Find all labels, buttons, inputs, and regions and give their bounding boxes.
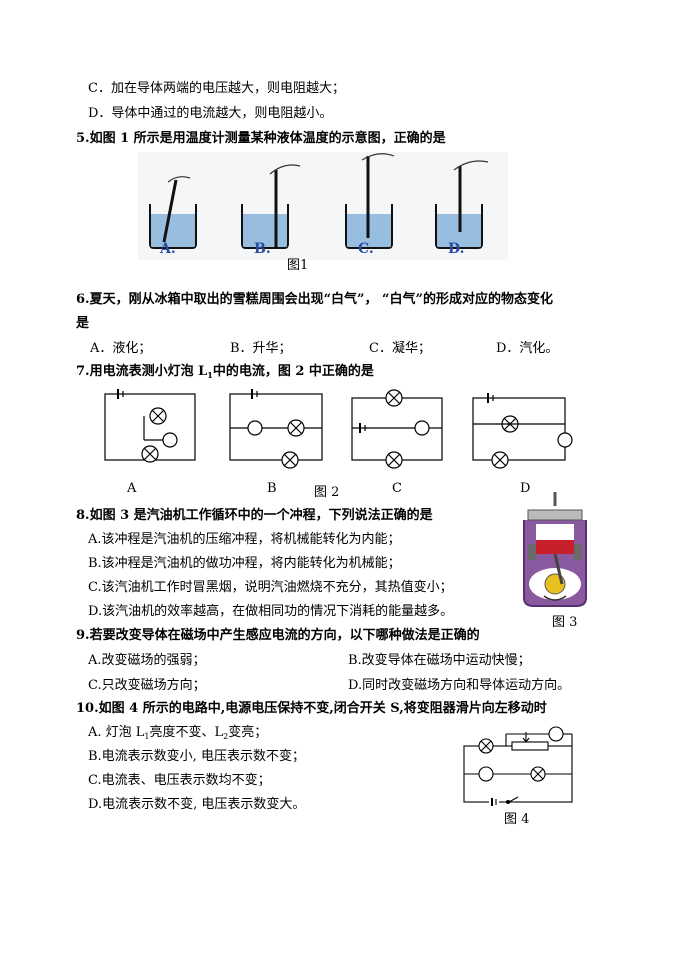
fig1-label-b: B. — [254, 241, 271, 257]
fig2-label-a: A — [127, 481, 137, 496]
fig1-label-d: D. — [448, 241, 465, 257]
question-5: 5.如图 1 所示是用温度计测量某种液体温度的示意图，正确的是 — [76, 131, 446, 146]
circuit-b — [229, 389, 323, 469]
q8-option-c: C.该汽油机工作时冒黑烟，说明汽油燃烧不充分，其热值变小； — [88, 580, 453, 595]
option-c-line: C．加在导体两端的电压越大，则电阻越大； — [88, 81, 345, 96]
q8-option-a: A.该冲程是汽油机的压缩冲程，将机械能转化为内能； — [88, 532, 401, 547]
figure-3-caption: 图 3 — [552, 615, 578, 630]
fig1-label-a: A. — [159, 241, 176, 257]
question-9: 9.若要改变导体在磁场中产生感应电流的方向，以下哪种做法是正确的 — [76, 628, 480, 643]
figure-3-engine — [523, 492, 587, 607]
circuit-d — [472, 393, 573, 469]
q6-option-c: C．凝华； — [369, 341, 431, 356]
q9-option-b: B.改变导体在磁场中运动快慢； — [348, 653, 531, 668]
q9-option-c: C.只改变磁场方向； — [88, 678, 206, 693]
q6-option-d: D．汽化。 — [496, 341, 559, 356]
fig1-label-c: C. — [358, 241, 374, 257]
q9-option-d: D.同时改变磁场方向和导体运动方向。 — [348, 678, 571, 693]
figure-2-circuits — [104, 389, 573, 469]
option-d-line: D．导体中通过的电流越大，则电阻越小。 — [88, 106, 333, 121]
q10-option-d: D.电流表示数不变, 电压表示数变大。 — [88, 797, 306, 812]
figure-1-thermometers: A. B. C. D. — [138, 152, 508, 260]
question-6: 6.夏天，刚从冰箱中取出的雪糕周围会出现“白气”， “白气”的形成对应的物态变化 — [76, 292, 554, 307]
question-7: 7.用电流表测小灯泡 L1中的电流，图 2 中正确的是 — [76, 364, 374, 380]
q8-option-d: D.该汽油机的效率越高，在做相同功的情况下消耗的能量越多。 — [88, 604, 454, 619]
beaker-c — [345, 153, 395, 249]
q6-option-a: A．液化； — [90, 341, 152, 356]
fig2-label-c: C — [392, 481, 402, 496]
question-10: 10.如图 4 所示的电路中,电源电压保持不变,闭合开关 S,将变阻器滑片向左移… — [76, 701, 547, 716]
question-8: 8.如图 3 是汽油机工作循环中的一个冲程，下列说法正确的是 — [76, 508, 433, 523]
q10-option-a: A. 灯泡 L1亮度不变、L2变亮； — [88, 725, 268, 741]
figure-2-caption: 图 2 — [314, 485, 340, 500]
circuit-a — [104, 389, 196, 463]
fig2-label-d: D — [520, 481, 531, 496]
circuit-c — [351, 389, 443, 469]
beaker-d — [435, 160, 489, 249]
q8-option-b: B.该冲程是汽油机的做功冲程，将内能转化为机械能； — [88, 556, 401, 571]
figure-1-caption: 图1 — [287, 258, 309, 273]
q10-option-c: C.电流表、电压表示数均不变； — [88, 773, 271, 788]
fig2-label-b: B — [267, 481, 277, 496]
question-6-cont: 是 — [76, 316, 90, 331]
q6-option-b: B．升华； — [230, 341, 292, 356]
figure-4-caption: 图 4 — [504, 812, 530, 827]
beaker-a — [149, 176, 197, 249]
figure-4-circuit — [463, 726, 573, 806]
beaker-b — [241, 164, 301, 249]
q10-option-b: B.电流表示数变小, 电压表示数不变； — [88, 749, 305, 764]
q9-option-a: A.改变磁场的强弱； — [88, 653, 206, 668]
